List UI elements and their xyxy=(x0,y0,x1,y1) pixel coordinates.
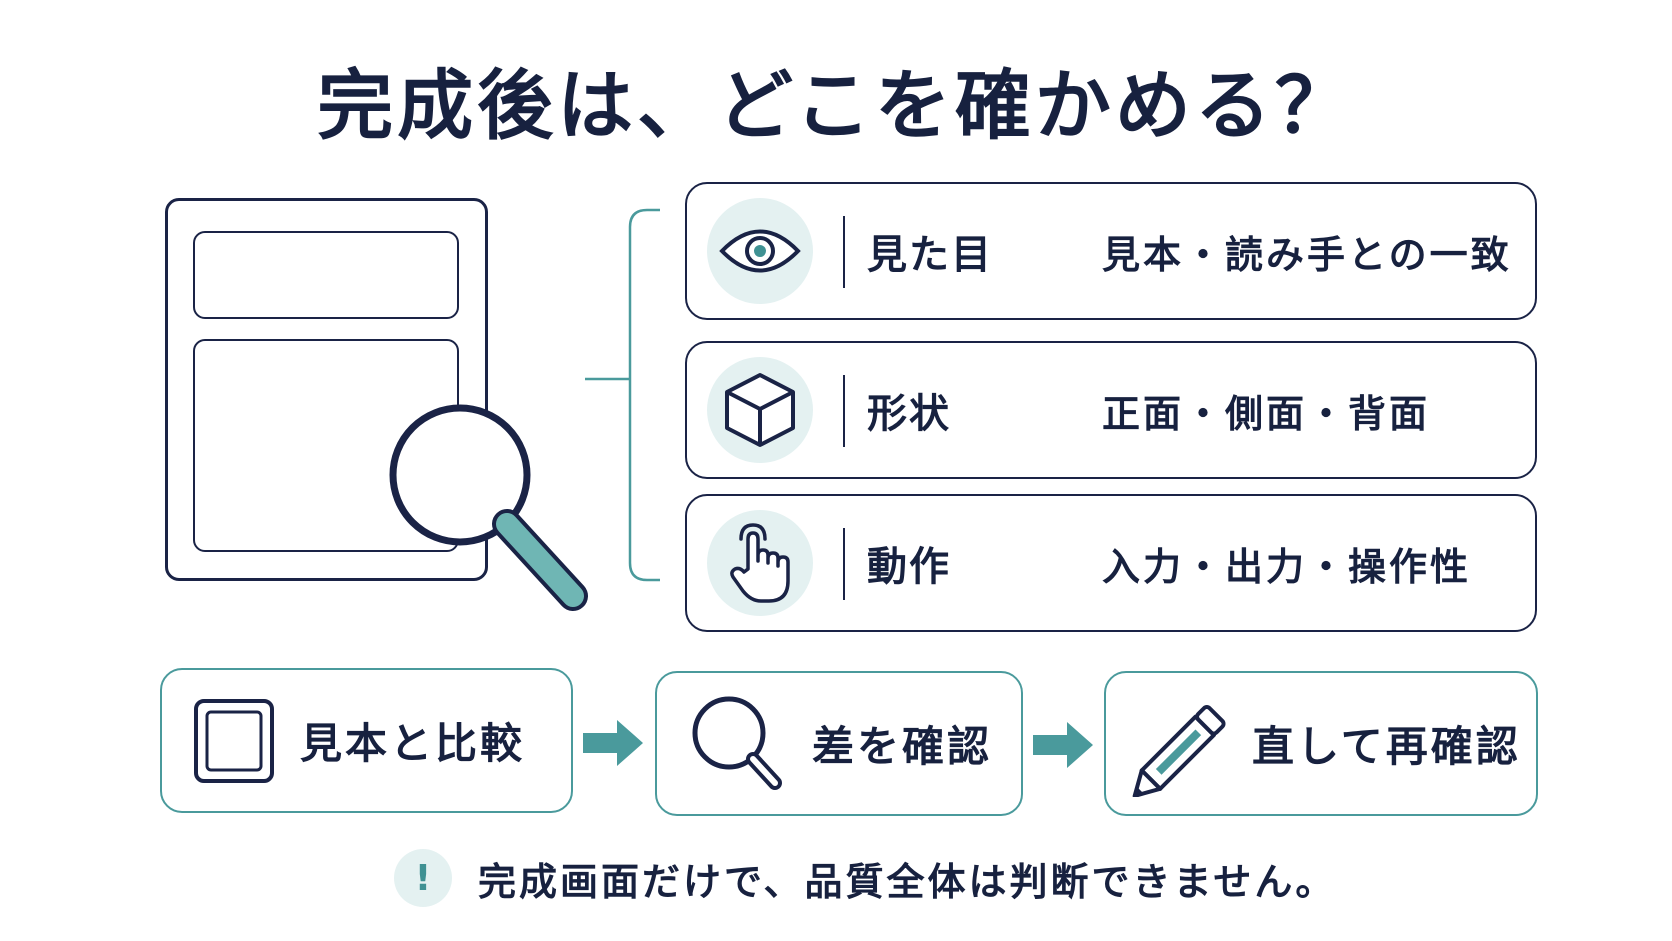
step-compare: 見本と比較 xyxy=(160,668,573,813)
check-description: 入力・出力・操作性 xyxy=(1102,544,1472,589)
bracket-connector xyxy=(585,208,660,582)
step-fix-recheck: 直して再確認 xyxy=(1104,671,1538,816)
cube-icon xyxy=(707,357,813,463)
search-icon xyxy=(692,696,782,790)
arrow-right-icon xyxy=(583,720,643,766)
document-frame-icon xyxy=(194,699,274,783)
step-label: 直して再確認 xyxy=(1252,722,1521,771)
step-label: 見本と比較 xyxy=(300,719,526,768)
magnifier-icon xyxy=(389,404,588,611)
card-divider xyxy=(843,375,845,447)
card-divider xyxy=(843,216,845,288)
arrow-right-icon xyxy=(1033,722,1093,768)
exclamation-icon: ! xyxy=(394,849,452,907)
check-card-shape: 形状 正面・側面・背面 xyxy=(685,341,1537,479)
check-card-appearance: 見た目 見本・読み手との一致 xyxy=(685,182,1537,320)
document-frame xyxy=(165,198,488,581)
check-description: 正面・側面・背面 xyxy=(1102,391,1431,436)
card-divider xyxy=(843,528,845,600)
check-label: 動作 xyxy=(867,544,951,590)
pointer-hand-icon xyxy=(707,510,813,616)
pencil-icon xyxy=(1132,705,1226,797)
check-label: 形状 xyxy=(867,391,951,437)
page-title: 完成後は、どこを確かめる？ xyxy=(317,61,1355,150)
check-card-behavior: 動作 入力・出力・操作性 xyxy=(685,494,1537,632)
step-check-diff: 差を確認 xyxy=(655,671,1023,816)
check-description: 見本・読み手との一致 xyxy=(1102,232,1512,277)
step-label: 差を確認 xyxy=(812,722,993,771)
check-label: 見た目 xyxy=(867,232,993,278)
note-text: 完成画面だけで、品質全体は判断できません。 xyxy=(478,859,1337,904)
eye-icon xyxy=(707,198,813,304)
document-header-block xyxy=(193,231,459,319)
